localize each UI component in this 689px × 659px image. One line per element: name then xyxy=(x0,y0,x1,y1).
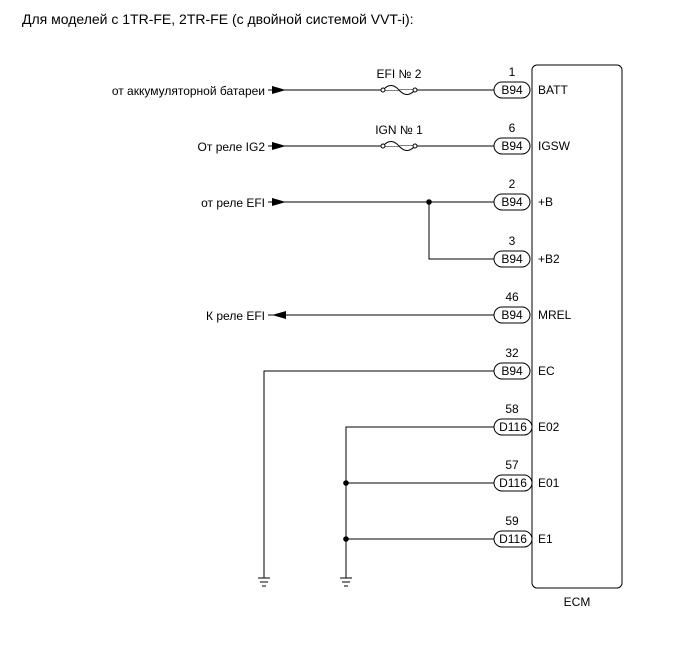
fuse-efi-label: EFI № 2 xyxy=(377,67,422,81)
input-arrow-icon xyxy=(272,86,286,94)
connector-code: B94 xyxy=(501,195,523,209)
pin-number: 46 xyxy=(505,290,519,304)
connector-code: D116 xyxy=(499,420,527,434)
terminal-name: +B xyxy=(538,195,553,209)
pin-number: 3 xyxy=(509,234,516,248)
connector-oval xyxy=(493,530,533,548)
terminal-name: EC xyxy=(538,364,555,378)
circuit-e-ground xyxy=(340,426,494,587)
junction-dot xyxy=(343,480,349,486)
source-battery-label: от аккумуляторной батареи xyxy=(112,84,265,98)
ecm-label: ECM xyxy=(564,595,591,609)
connector-oval xyxy=(493,250,531,268)
pin-connectors: B941BATTB946IGSWB942+BB943+B2B9446MRELB9… xyxy=(493,65,572,548)
connector-oval xyxy=(493,474,533,492)
fuse-ign-label: IGN № 1 xyxy=(375,123,423,137)
connector-code: B94 xyxy=(501,139,523,153)
pin-number: 1 xyxy=(509,65,516,79)
circuit-plus-b: от реле EFI xyxy=(201,196,494,260)
connector-oval xyxy=(493,418,533,436)
terminal-name: E01 xyxy=(538,476,560,490)
terminal-name: +B2 xyxy=(538,252,560,266)
output-efi-relay-label: К реле EFI xyxy=(206,309,265,323)
output-arrow-icon xyxy=(272,311,286,319)
connector-oval xyxy=(493,193,531,211)
pin-number: 2 xyxy=(509,177,516,191)
fuse-ign-icon xyxy=(382,141,416,151)
terminal-name: MREL xyxy=(538,308,572,322)
connector-code: D116 xyxy=(499,532,527,546)
source-efi-relay-label: от реле EFI xyxy=(201,196,265,210)
pin-plus-b: B94 2 +B xyxy=(493,177,553,211)
pin-number: 57 xyxy=(505,458,519,472)
junction-dot xyxy=(343,536,349,542)
terminal-name: E1 xyxy=(538,532,553,546)
circuit-mrel: К реле EFI xyxy=(206,309,494,323)
pin-number: 6 xyxy=(509,121,516,135)
pin-plus-b2: B94 3 +B2 xyxy=(493,234,560,268)
connector-oval xyxy=(493,306,531,324)
connector-code: B94 xyxy=(501,364,523,378)
ecm-box xyxy=(531,64,623,589)
source-ig2-relay-label: От реле IG2 xyxy=(198,140,266,154)
pin-number: 59 xyxy=(505,514,519,528)
connector-oval xyxy=(493,137,531,155)
circuit-igsw: От реле IG2 IGN № 1 xyxy=(198,123,494,154)
ground-icon xyxy=(340,577,352,587)
connector-code: B94 xyxy=(501,83,523,97)
connector-code: B94 xyxy=(501,308,523,322)
input-arrow-icon xyxy=(272,198,286,206)
junction-dot xyxy=(426,199,432,205)
terminal-name: E02 xyxy=(538,420,560,434)
input-arrow-icon xyxy=(272,142,286,150)
connector-code: B94 xyxy=(501,252,523,266)
circuit-batt: от аккумуляторной батареи EFI № 2 xyxy=(112,67,494,98)
connector-oval xyxy=(493,81,531,99)
pin-number: 32 xyxy=(505,346,519,360)
connector-code: D116 xyxy=(499,476,527,490)
connector-oval xyxy=(493,362,531,380)
ground-icon xyxy=(258,577,270,587)
circuit-ec-ground xyxy=(258,370,494,587)
terminal-name: IGSW xyxy=(538,139,571,153)
terminal-name: BATT xyxy=(538,83,568,97)
diagram-heading: Для моделей с 1TR-FE, 2TR-FE (с двойной … xyxy=(22,11,414,27)
fuse-efi-icon xyxy=(382,85,416,95)
pin-number: 58 xyxy=(505,402,519,416)
